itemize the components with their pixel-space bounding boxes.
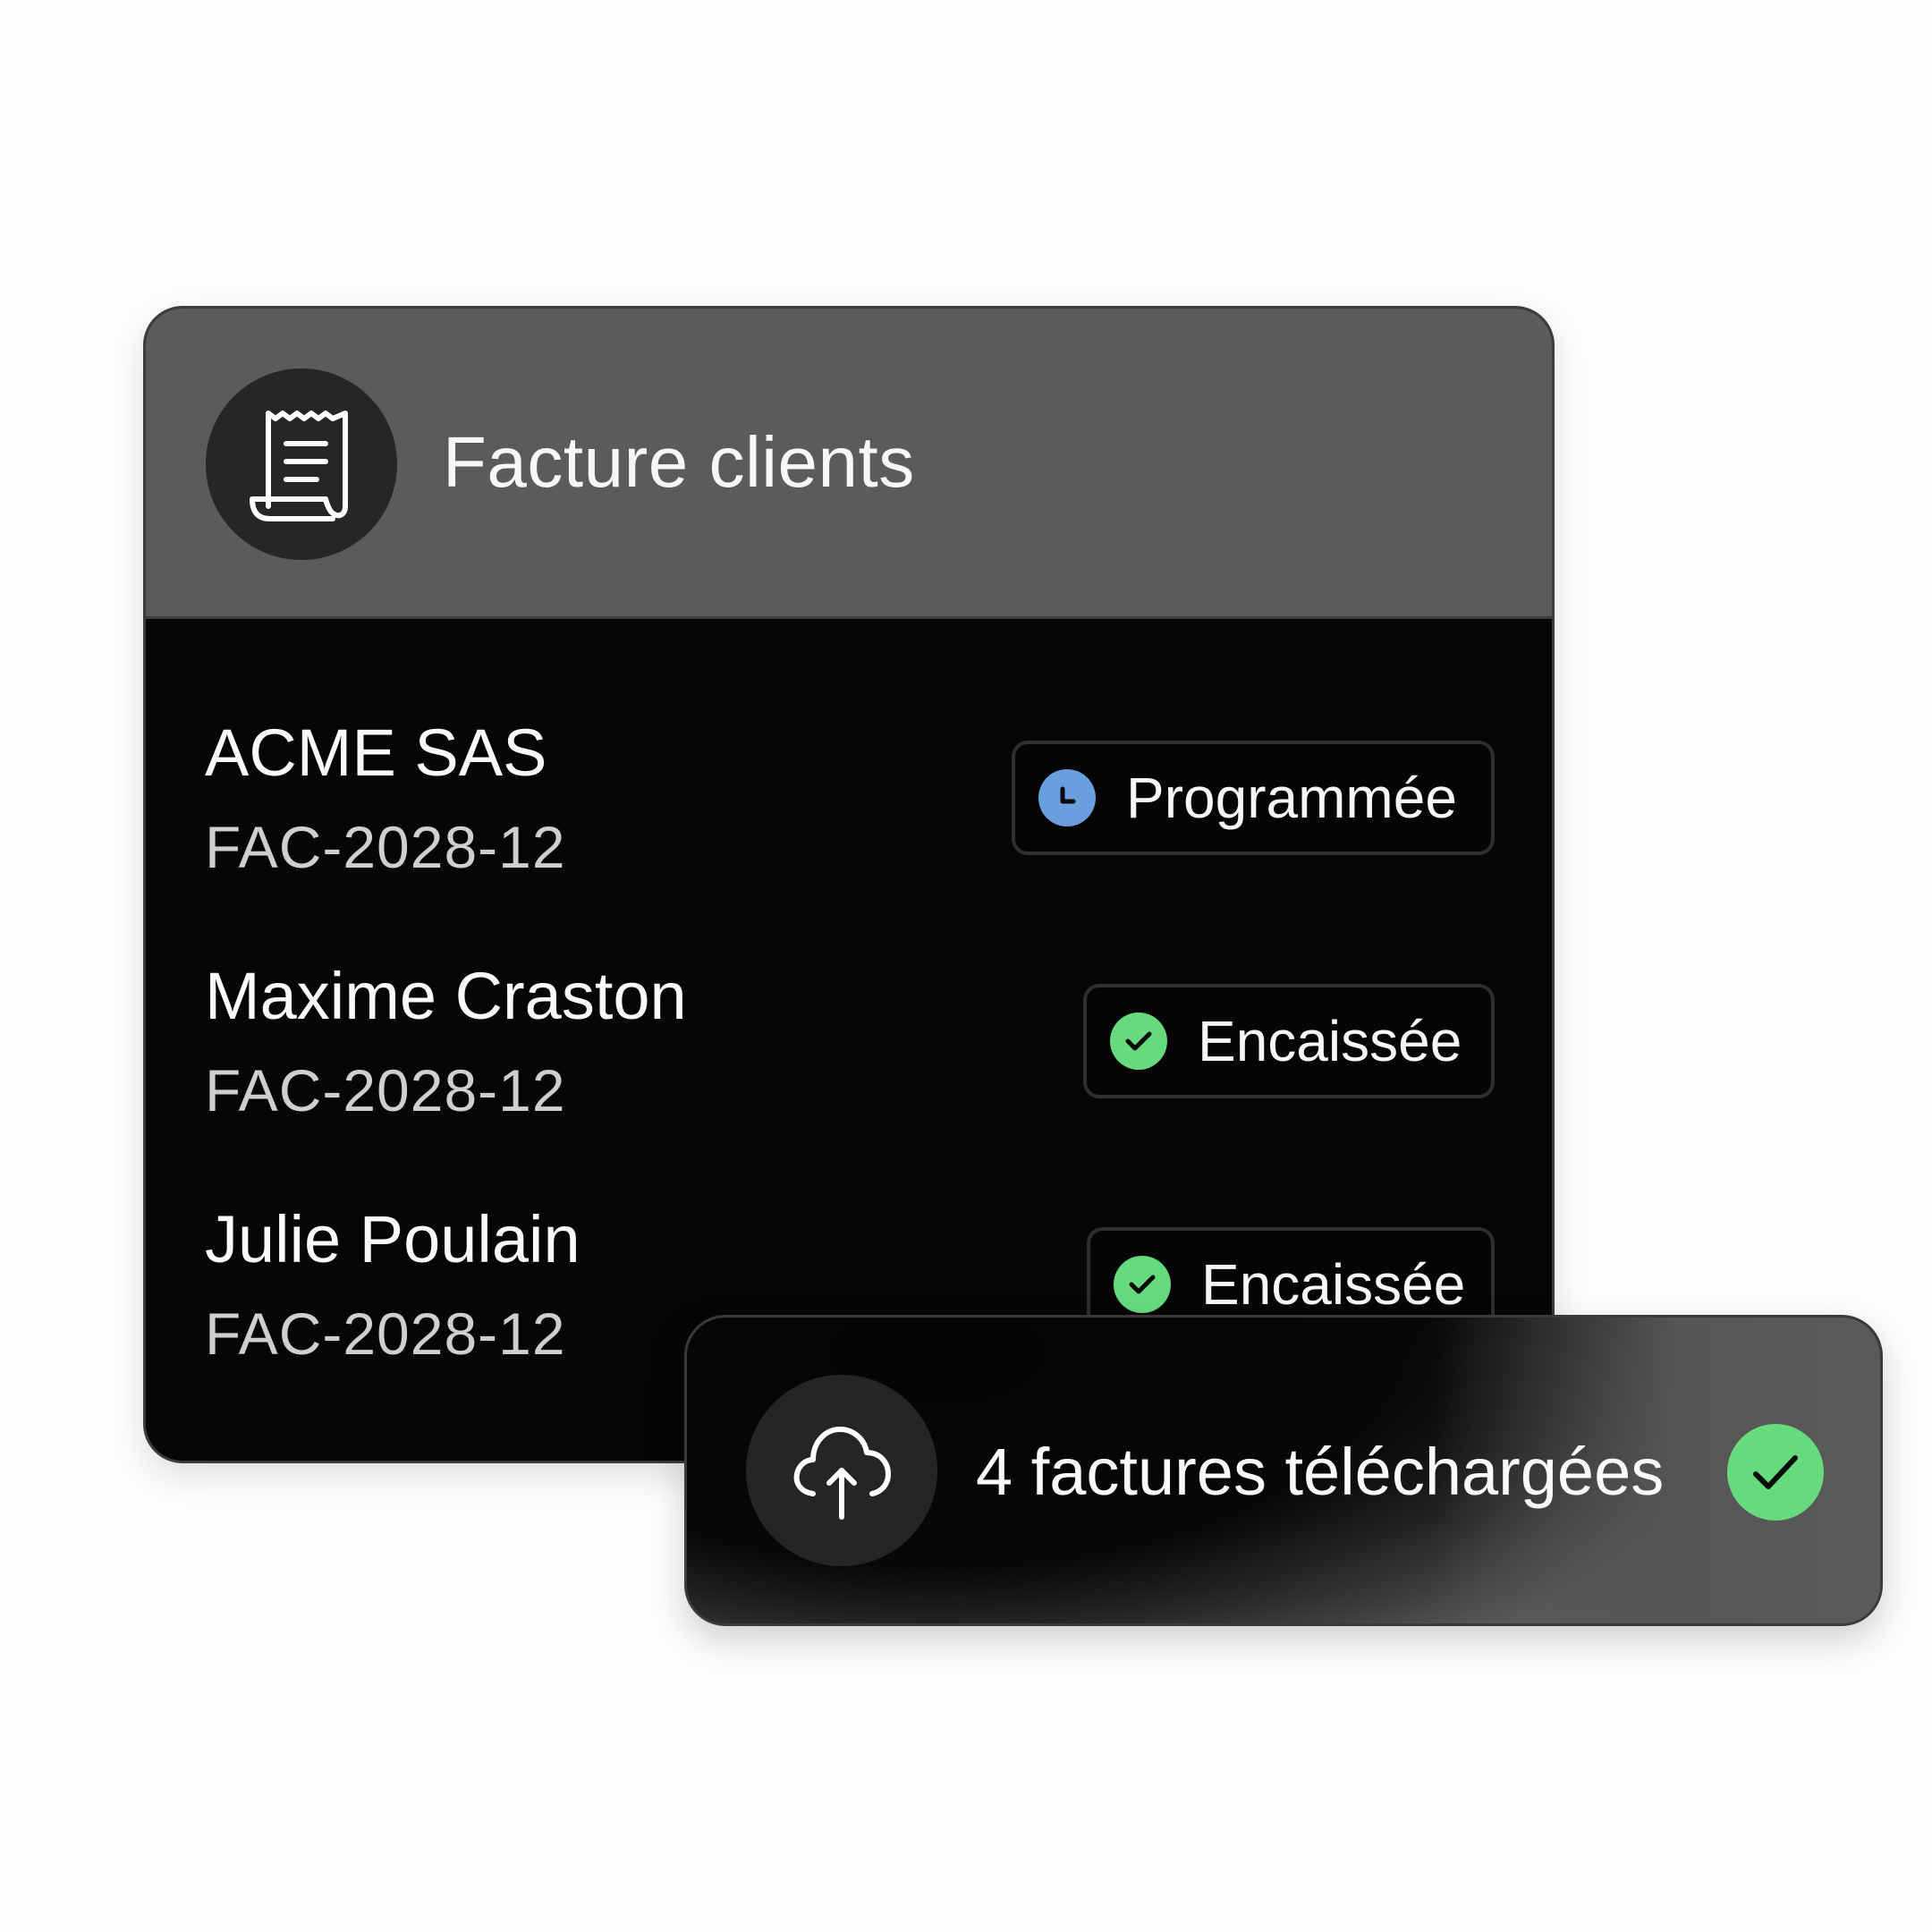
invoice-id: FAC-2028-12 [205,1057,566,1123]
status-badge-cashed[interactable]: Encaissée [1087,1227,1495,1342]
clock-icon [1038,769,1096,826]
status-label: Encaissée [1198,1009,1462,1073]
status-badge-scheduled[interactable]: Programmée [1012,741,1495,855]
cloud-upload-icon [746,1375,937,1566]
check-circle-icon [1727,1424,1824,1521]
client-name: Maxime Craston [205,959,687,1033]
toast-message: 4 factures téléchargées [976,1435,1665,1509]
check-circle-icon [1110,1013,1167,1070]
status-badge-cashed[interactable]: Encaissée [1083,984,1495,1098]
invoice-card: Facture clients ACME SAS FAC-2028-12 Pro… [143,306,1555,1463]
receipt-icon [206,369,397,560]
status-label: Programmée [1126,766,1457,830]
invoice-id: FAC-2028-12 [205,814,566,880]
check-circle-icon [1114,1256,1171,1313]
status-label: Encaissée [1201,1252,1466,1317]
card-title: Facture clients [443,422,915,502]
card-header: Facture clients [146,309,1552,619]
invoice-id: FAC-2028-12 [205,1301,566,1367]
upload-toast: 4 factures téléchargées [684,1315,1883,1626]
client-name: ACME SAS [205,716,547,790]
client-name: Julie Poulain [205,1202,580,1276]
